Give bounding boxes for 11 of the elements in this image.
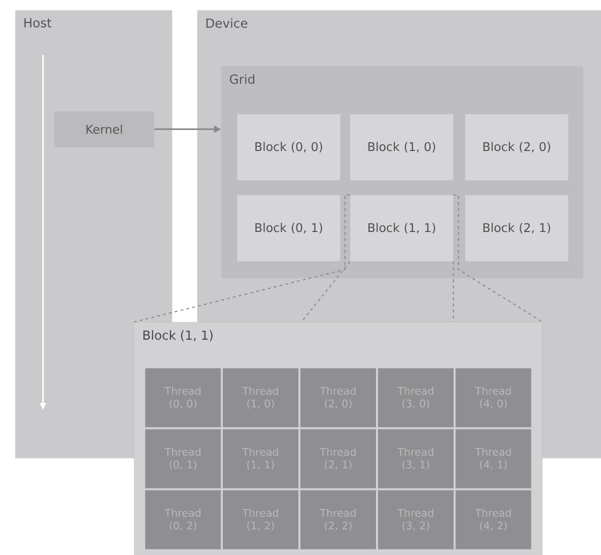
block-box: Block (1, 0) [350, 114, 454, 180]
projection-line [452, 194, 543, 322]
block-box: Block (1, 1) [350, 195, 454, 262]
projection-line [134, 194, 350, 322]
block-box: Block (2, 0) [465, 114, 568, 180]
projection-line [300, 260, 350, 322]
projection-line [452, 260, 454, 322]
block-box: Block (2, 1) [465, 195, 568, 262]
kernel-box: Kernel [54, 111, 154, 148]
block-box: Block (0, 1) [237, 195, 340, 262]
block-box: Block (0, 0) [237, 114, 340, 180]
